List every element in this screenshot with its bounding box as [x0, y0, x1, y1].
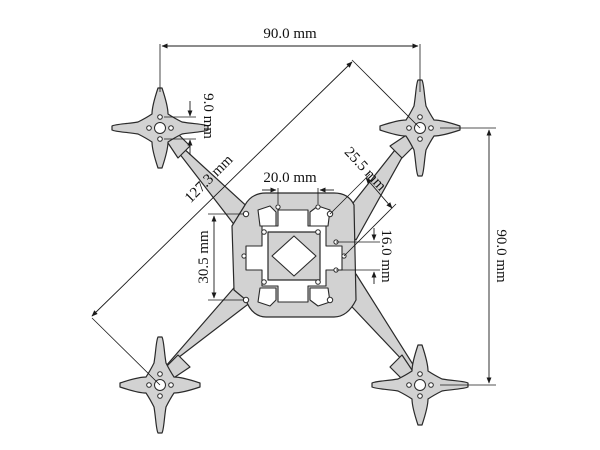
label-side-hole-spacing: 16.0 mm: [378, 229, 394, 283]
dimension-mount-hole-spacing: 9.0 mm: [164, 93, 216, 155]
dimension-left-hole-spacing: 30.5 mm: [196, 213, 244, 301]
label-motor-spacing-x: 90.0 mm: [263, 26, 317, 42]
label-top-hole-spacing: 20.0 mm: [263, 170, 317, 186]
center-plate: [231, 192, 357, 318]
label-left-hole-spacing: 30.5 mm: [196, 230, 212, 284]
dimension-motor-spacing-x: 90.0 mm: [159, 26, 421, 92]
dimension-side-hole-spacing: 16.0 mm: [336, 228, 394, 284]
dimension-motor-spacing-y: 90.0 mm: [440, 127, 509, 386]
dimension-top-hole-spacing: 20.0 mm: [262, 170, 334, 204]
label-mount-hole-spacing: 9.0 mm: [200, 93, 216, 139]
label-motor-spacing-y: 90.0 mm: [493, 229, 509, 283]
motor-mount-top-left: [111, 87, 209, 169]
